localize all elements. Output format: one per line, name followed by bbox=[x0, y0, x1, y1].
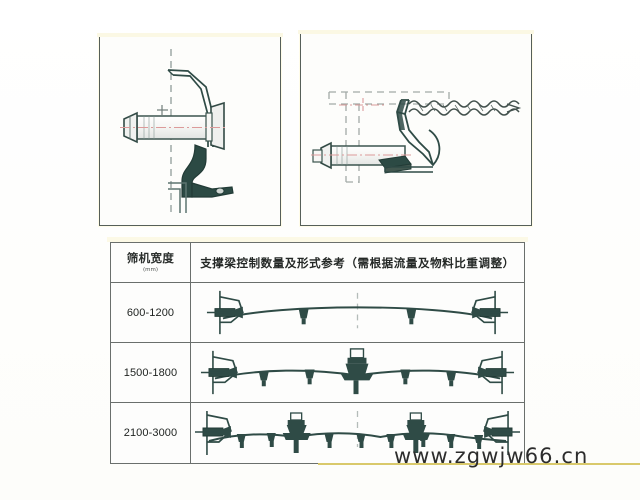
beam-support-large-icon bbox=[282, 412, 311, 453]
beam-support-small-icon bbox=[304, 369, 315, 385]
header-cell-description: 支撑梁控制数量及形式参考（需根据流量及物料比重调整） bbox=[191, 243, 524, 282]
beam-support-small-icon bbox=[386, 434, 396, 448]
watermark-text: www.zgwjw66.cn bbox=[394, 444, 589, 468]
table-row: 1500-1800 bbox=[111, 343, 524, 403]
row-cell-width: 1500-1800 bbox=[111, 343, 191, 402]
beam-support-small-icon bbox=[266, 433, 276, 447]
row-cell-beam-diagram bbox=[191, 403, 524, 463]
row-label-width: 600-1200 bbox=[126, 306, 175, 319]
beam-support-small-icon bbox=[446, 371, 457, 387]
beam-support-small-icon bbox=[298, 308, 309, 325]
row-label-width: 2100-3000 bbox=[123, 427, 178, 439]
beam-end-bracket-right-icon bbox=[471, 290, 509, 335]
row-cell-width: 2100-3000 bbox=[111, 403, 191, 463]
beam-support-small-icon bbox=[400, 369, 411, 385]
beam-end-bracket-right-icon bbox=[477, 350, 515, 395]
header-cell-screen-width: 筛机宽度 (mm) bbox=[111, 243, 191, 282]
beam-support-small-icon bbox=[324, 434, 334, 448]
beam-diagram-600-1200 bbox=[206, 290, 509, 335]
detail-panel-bolt-clamp-front-view bbox=[97, 33, 283, 226]
dimension-tick-icon bbox=[157, 105, 168, 116]
table-header-row: 筛机宽度 (mm) 支撑梁控制数量及形式参考（需根据流量及物料比重调整） bbox=[111, 243, 524, 283]
clamp-hook-icon bbox=[181, 144, 234, 198]
support-beam-spec-table: 筛机宽度 (mm) 支撑梁控制数量及形式参考（需根据流量及物料比重调整） 600… bbox=[107, 237, 528, 464]
beam-support-small-icon bbox=[474, 435, 484, 449]
beam-support-small-icon bbox=[356, 434, 366, 448]
detail-panel-bolt-hook-side-view bbox=[298, 30, 534, 226]
header-label-screen-width: 筛机宽度 bbox=[126, 251, 175, 266]
row-cell-beam-diagram bbox=[191, 343, 524, 402]
beam-diagram-1500-1800 bbox=[200, 348, 515, 395]
header-unit-mm: (mm) bbox=[142, 266, 158, 273]
row-label-width: 1500-1800 bbox=[123, 366, 178, 379]
row-cell-width: 600-1200 bbox=[111, 283, 191, 342]
beam-end-bracket-left-icon bbox=[206, 290, 244, 335]
beam-diagram-2100-3000 bbox=[194, 411, 521, 455]
header-label-description: 支撑梁控制数量及形式参考（需根据流量及物料比重调整） bbox=[200, 255, 515, 270]
beam-support-large-icon bbox=[402, 412, 431, 453]
beam-support-large-icon bbox=[340, 348, 374, 395]
beam-end-bracket-left-icon bbox=[194, 411, 232, 455]
beam-support-small-icon bbox=[236, 434, 246, 448]
table-row: 600-1200 bbox=[111, 283, 524, 343]
beam-support-small-icon bbox=[406, 308, 417, 325]
row-cell-beam-diagram bbox=[191, 283, 524, 342]
wavy-rebar-icon bbox=[408, 100, 522, 116]
beam-end-bracket-right-icon bbox=[483, 411, 521, 455]
beam-end-bracket-left-icon bbox=[200, 350, 238, 395]
beam-support-small-icon bbox=[446, 434, 456, 448]
table-row: 2100-3000 bbox=[111, 403, 524, 463]
beam-support-small-icon bbox=[258, 371, 269, 387]
